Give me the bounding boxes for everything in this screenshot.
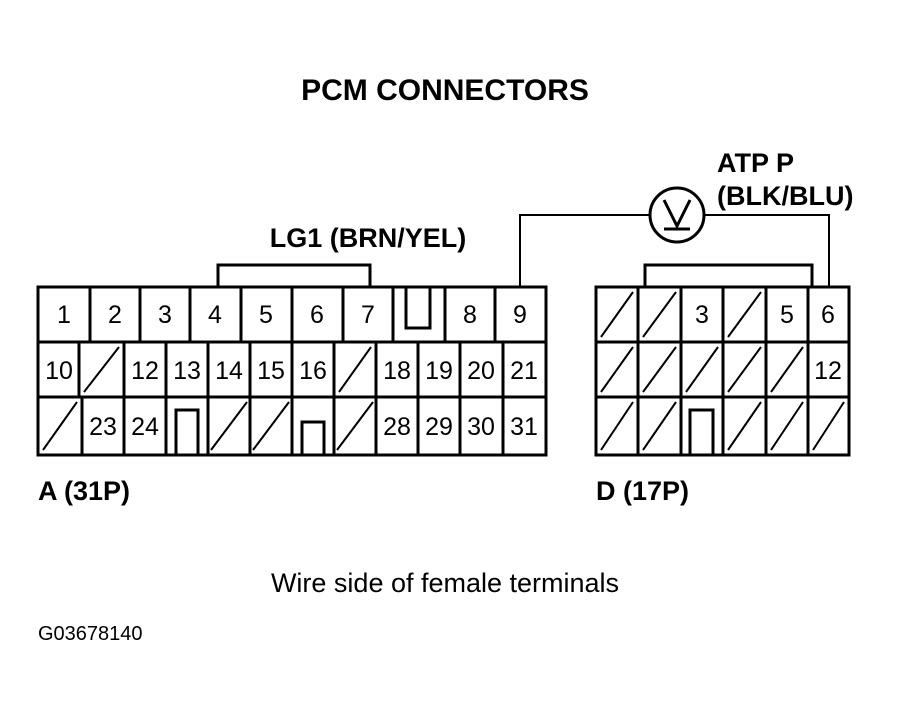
pin-label: 19 — [425, 357, 453, 385]
pin-label: 9 — [513, 301, 527, 329]
diagram-caption: Wire side of female terminals — [271, 568, 619, 598]
pin-label: 6 — [310, 301, 324, 329]
pin-label: 13 — [173, 357, 201, 385]
lg1-wire-label: LG1 (BRN/YEL) — [270, 223, 467, 253]
pin-label: 10 — [45, 357, 73, 385]
voltmeter-symbol — [648, 186, 706, 244]
pin-label: 8 — [463, 301, 477, 329]
pin-label: 2 — [108, 301, 122, 329]
diagram-title: PCM CONNECTORS — [301, 74, 589, 107]
pin-label: 21 — [510, 357, 538, 385]
pin-label: 7 — [361, 301, 375, 329]
connector-a-row1-grid — [88, 287, 497, 342]
atp-terminal-label: ATP P — [717, 148, 794, 178]
connector-d-lock-tab — [643, 263, 814, 287]
connector-a-row3-grid — [42, 397, 505, 455]
figure-code: G03678140 — [38, 623, 143, 645]
atp-wire-color-label: (BLK/BLU) — [717, 181, 853, 211]
pin-label: 24 — [131, 413, 159, 441]
pin-label: 4 — [208, 301, 222, 329]
pin-label: 23 — [89, 413, 117, 441]
pin-label: 5 — [259, 301, 273, 329]
connector-a-pin-labels: 1 2 3 4 5 6 7 8 9 10 12 13 14 15 16 18 1… — [45, 301, 538, 441]
connector-d-label: D (17P) — [596, 476, 689, 506]
test-lead-a9 — [519, 214, 650, 287]
test-lead-d6 — [705, 214, 830, 287]
pin-label: 18 — [383, 357, 411, 385]
pin-label: 14 — [215, 357, 243, 385]
pin-label: 3 — [695, 301, 709, 329]
connector-a-row2-grid — [77, 342, 505, 397]
pin-label: 29 — [425, 413, 453, 441]
pin-label: 28 — [383, 413, 411, 441]
pin-label: 12 — [131, 357, 159, 385]
pin-label: 1 — [57, 301, 71, 329]
pin-label: 5 — [780, 301, 794, 329]
pin-label: 16 — [299, 357, 327, 385]
pin-label: 31 — [510, 413, 538, 441]
connector-d: 3 5 6 12 D (17P) — [594, 263, 851, 506]
voltmeter-circuit: ATP P (BLK/BLU) — [519, 148, 853, 287]
connector-a-lock-tab — [216, 263, 372, 287]
pin-label: 20 — [467, 357, 495, 385]
pin-label: 3 — [158, 301, 172, 329]
pin-label: 30 — [467, 413, 495, 441]
voltmeter-v-mark — [662, 199, 692, 230]
pin-label: 12 — [814, 357, 842, 385]
connector-a-label: A (31P) — [38, 476, 130, 506]
pin-label: 6 — [821, 301, 835, 329]
pin-label: 15 — [257, 357, 285, 385]
connector-a: 1 2 3 4 5 6 7 8 9 10 12 13 14 15 16 18 1… — [36, 263, 548, 506]
